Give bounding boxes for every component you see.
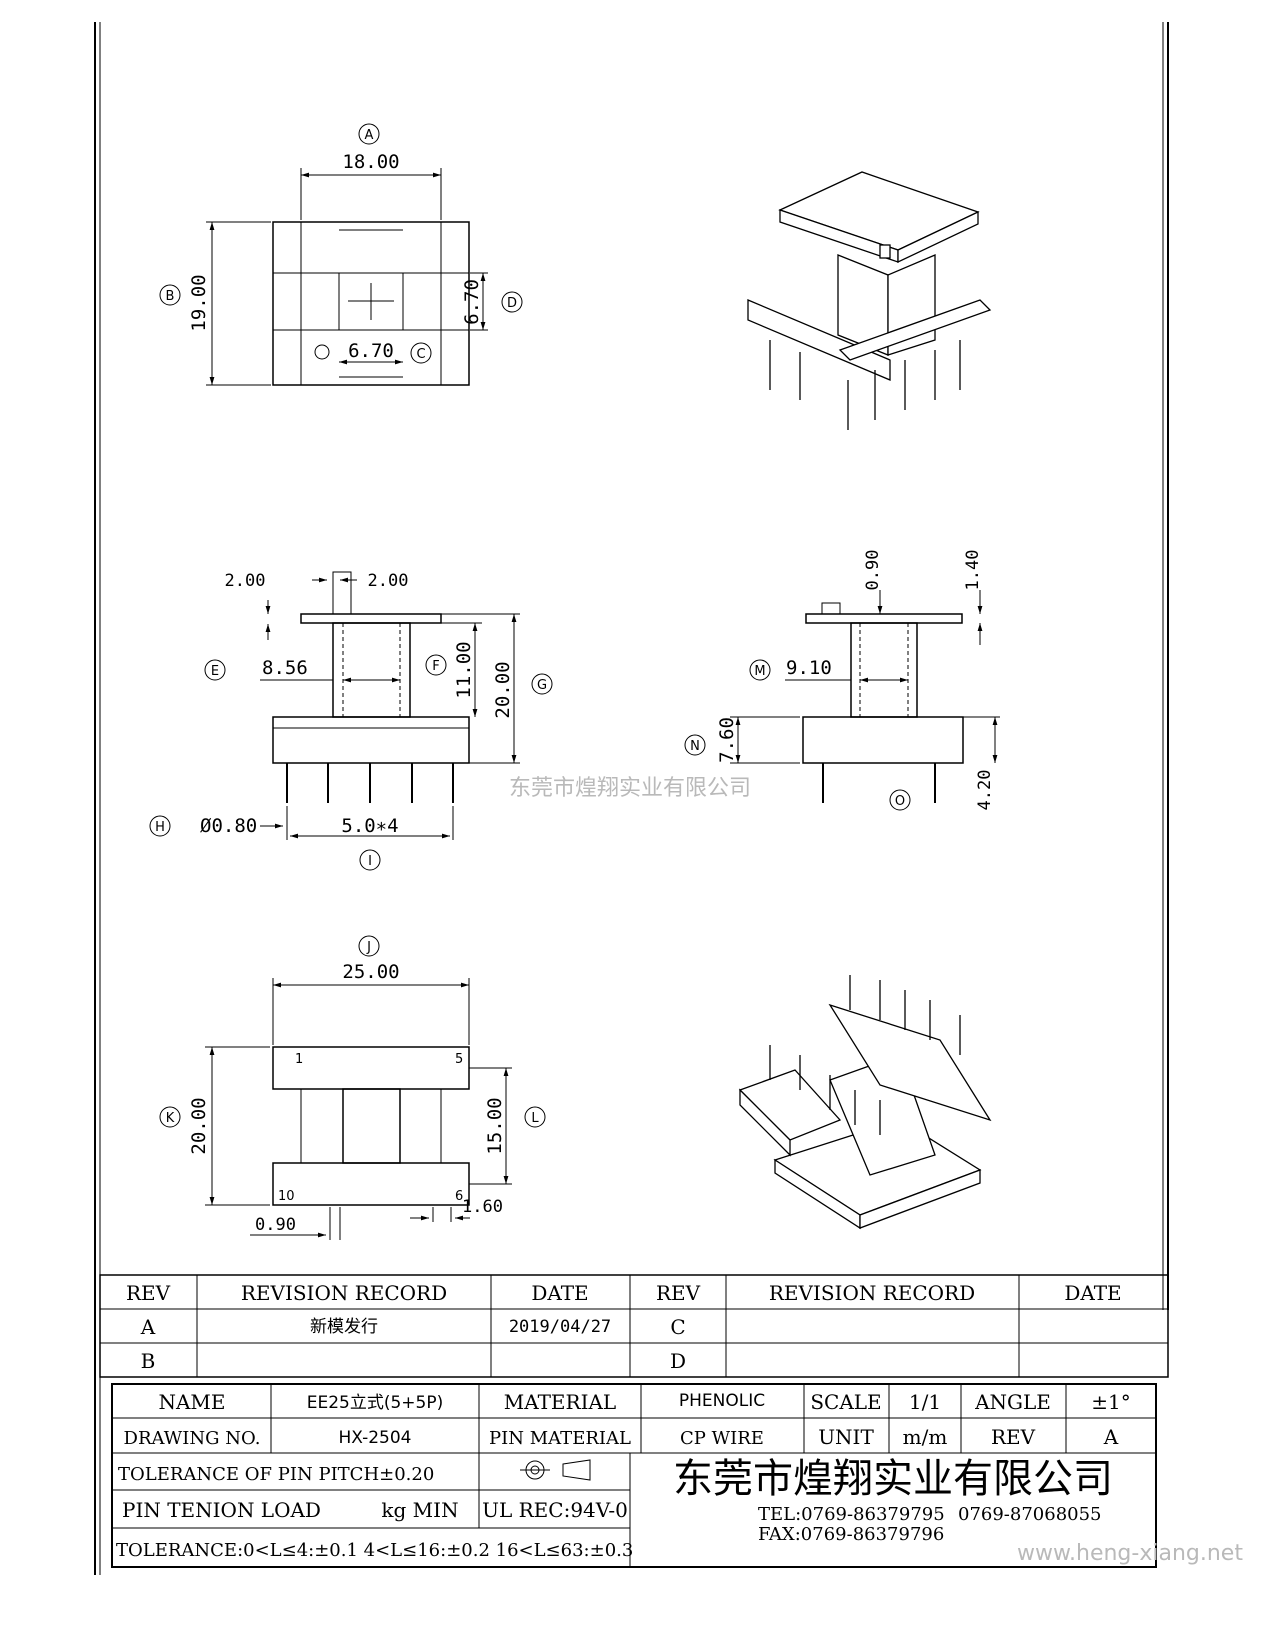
top-width-dim: 18.00	[342, 151, 399, 173]
bottom-inner-tag: L	[531, 1111, 539, 1126]
rev-value: A	[1103, 1425, 1119, 1449]
pin-label-5: 5	[455, 1052, 463, 1067]
top-height-dim: 19.00	[188, 274, 210, 331]
front-core-dim: 8.56	[262, 657, 308, 679]
title-block: NAME EE25立式(5+5P) MATERIAL PHENOLIC SCAL…	[111, 1383, 1157, 1568]
rev-record-header-2: REVISION RECORD	[769, 1281, 975, 1305]
top-view: 18.00 A 19.00 B 6.70 D 6.70 C	[159, 123, 523, 386]
bottom-height-tag: K	[166, 1111, 175, 1126]
pin-material-label: PIN MATERIAL	[489, 1428, 631, 1449]
company-tel-2: 0769-87068055	[958, 1504, 1102, 1525]
front-window-dim: 11.00	[453, 641, 475, 698]
front-view: 2.00 2.00 8.56 E 11.00 F 20.00 G Ø0.80 H…	[149, 571, 553, 871]
center-watermark: 东莞市煌翔实业有限公司	[509, 776, 751, 801]
material-value: PHENOLIC	[679, 1391, 765, 1411]
side-core-dim: 9.10	[786, 657, 832, 679]
side-core-tag: M	[754, 664, 765, 679]
projection-symbol-icon	[520, 1459, 591, 1481]
rev-date-header-1: DATE	[531, 1281, 588, 1305]
bottom-inner-dim: 15.00	[484, 1097, 506, 1154]
side-pin-length: 4.20	[975, 770, 995, 811]
pin-tension-unit: kg MIN	[381, 1498, 458, 1522]
url-watermark: www.heng-xiang.net	[1017, 1541, 1243, 1566]
top-right-tag: D	[507, 296, 517, 311]
front-pin-tag: H	[155, 820, 165, 835]
front-flange-dim-2: 2.00	[368, 571, 409, 591]
pin-label-10: 10	[278, 1189, 295, 1204]
company-fax: FAX:0769-86379796	[758, 1524, 944, 1545]
front-flange-dim-1: 2.00	[225, 571, 266, 591]
rev-record-header-1: REVISION RECORD	[241, 1281, 447, 1305]
rev-a-date: 2019/04/27	[509, 1317, 611, 1337]
front-window-tag: F	[432, 659, 439, 674]
pin-tension: PIN TENION LOAD	[122, 1498, 321, 1522]
company-tel: TEL:0769-86379795	[758, 1504, 945, 1525]
scale-value: 1/1	[909, 1390, 941, 1414]
side-top-thickness: 0.90	[863, 550, 883, 591]
rev-header-1: REV	[126, 1281, 171, 1305]
name-value: EE25立式(5+5P)	[307, 1393, 444, 1413]
top-right-dim: 6.70	[461, 279, 483, 325]
side-view: 0.90 1.40 9.10 M 7.60 N 4.20 O	[684, 550, 1000, 811]
revision-table: REV REVISION RECORD DATE REV REVISION RE…	[99, 1274, 1169, 1378]
angle-value: ±1°	[1091, 1390, 1130, 1414]
isometric-view-top	[747, 171, 992, 430]
rev-d: D	[670, 1349, 686, 1373]
rev-header-2: REV	[656, 1281, 701, 1305]
name-label: NAME	[158, 1390, 225, 1414]
ul-rec: UL REC:94V-0	[482, 1498, 628, 1522]
tolerance-pitch: TOLERANCE OF PIN PITCH±0.20	[118, 1464, 434, 1485]
isometric-view-bottom	[738, 975, 992, 1230]
unit-value: m/m	[903, 1425, 948, 1449]
company-name: 东莞市煌翔实业有限公司	[673, 1456, 1113, 1502]
front-pin-diameter: Ø0.80	[200, 815, 257, 837]
pin-label-6: 6	[455, 1189, 463, 1204]
bottom-view: 1 5 10 6 25.00 J 20.00 K 15.00 L 0.90 1.…	[159, 935, 546, 1240]
top-height-tag: B	[166, 289, 175, 304]
bottom-slot2-dim: 1.60	[462, 1197, 503, 1217]
bottom-width-tag: J	[366, 940, 371, 955]
bottom-width-dim: 25.00	[342, 961, 399, 983]
drawing-no-label: DRAWING NO.	[124, 1428, 261, 1449]
rev-label: REV	[991, 1425, 1036, 1449]
side-base-tag: N	[690, 739, 700, 754]
tolerance-general: TOLERANCE:0<L≤4:±0.1 4<L≤16:±0.2 16<L≤63…	[116, 1540, 633, 1561]
bottom-slot-dim: 0.90	[255, 1215, 296, 1235]
side-base-dim: 7.60	[716, 717, 738, 763]
front-height-tag: G	[537, 678, 547, 693]
rev-b: B	[141, 1349, 156, 1373]
rev-c: C	[670, 1315, 685, 1339]
angle-label: ANGLE	[974, 1390, 1051, 1414]
rev-a: A	[140, 1315, 156, 1339]
pin-label-1: 1	[295, 1052, 303, 1067]
top-inner-dim: 6.70	[348, 340, 394, 362]
bottom-height-dim: 20.00	[188, 1097, 210, 1154]
front-pitch-tag: I	[368, 854, 372, 869]
front-core-tag: E	[211, 664, 219, 679]
rev-a-record: 新模发行	[310, 1317, 378, 1337]
unit-label: UNIT	[818, 1425, 874, 1449]
top-width-tag: A	[365, 128, 374, 143]
rev-date-header-2: DATE	[1064, 1281, 1121, 1305]
front-pitch: 5.0∗4	[341, 815, 398, 837]
side-top-total: 1.40	[963, 550, 983, 591]
scale-label: SCALE	[810, 1390, 881, 1414]
top-inner-tag: C	[416, 347, 425, 362]
front-height-dim: 20.00	[492, 661, 514, 718]
drawing-no-value: HX-2504	[339, 1428, 412, 1448]
side-pin-tag: O	[895, 794, 905, 809]
material-label: MATERIAL	[504, 1390, 616, 1414]
pin-material-value: CP WIRE	[680, 1428, 764, 1449]
